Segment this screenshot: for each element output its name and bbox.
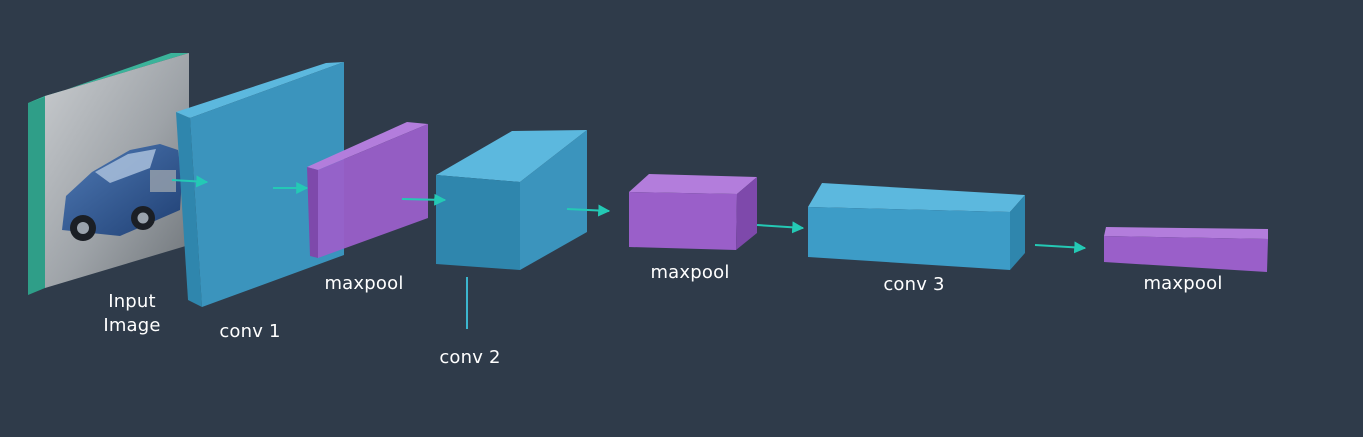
pool1-block [307, 122, 428, 258]
pool1-top [307, 122, 428, 170]
pool3-block [1104, 227, 1268, 272]
pool2-front [736, 177, 757, 250]
conv3-block [808, 183, 1025, 270]
arrow-3 [401, 193, 447, 206]
label-maxpool-3: maxpool [1143, 273, 1223, 294]
pool2-block [629, 174, 757, 250]
conv2-front [520, 130, 587, 270]
arrow-5 [756, 221, 805, 234]
conv3-front [1010, 195, 1025, 270]
label-conv1: conv 1 [219, 321, 281, 342]
arrow-6 [1034, 241, 1087, 254]
conv3-top [808, 183, 1025, 212]
input-frame-side [28, 96, 45, 295]
label-maxpool-2: maxpool [650, 262, 730, 283]
arrows [171, 175, 1087, 254]
conv3-side [808, 207, 1010, 270]
car-icon [62, 144, 182, 241]
arrow-4 [566, 204, 611, 217]
conv1-block [176, 62, 344, 307]
label-input-image: Input Image [103, 291, 161, 336]
pool2-side [629, 192, 737, 250]
conv1-side [176, 112, 202, 307]
conv1-front [190, 62, 344, 307]
conv2-block [436, 130, 587, 270]
conv1-top [176, 62, 344, 118]
label-conv2: conv 2 [439, 347, 501, 368]
arrow-1 [171, 175, 209, 188]
conv2-top [436, 130, 587, 182]
pool3-side [1104, 236, 1268, 272]
input-image-layer [28, 53, 189, 295]
pool2-top [629, 174, 757, 194]
pool3-top [1104, 227, 1268, 239]
conv2-side [436, 175, 520, 270]
label-maxpool-1: maxpool [324, 273, 404, 294]
pool1-side [307, 167, 318, 258]
label-conv3: conv 3 [883, 274, 945, 295]
pool1-front [318, 124, 428, 258]
